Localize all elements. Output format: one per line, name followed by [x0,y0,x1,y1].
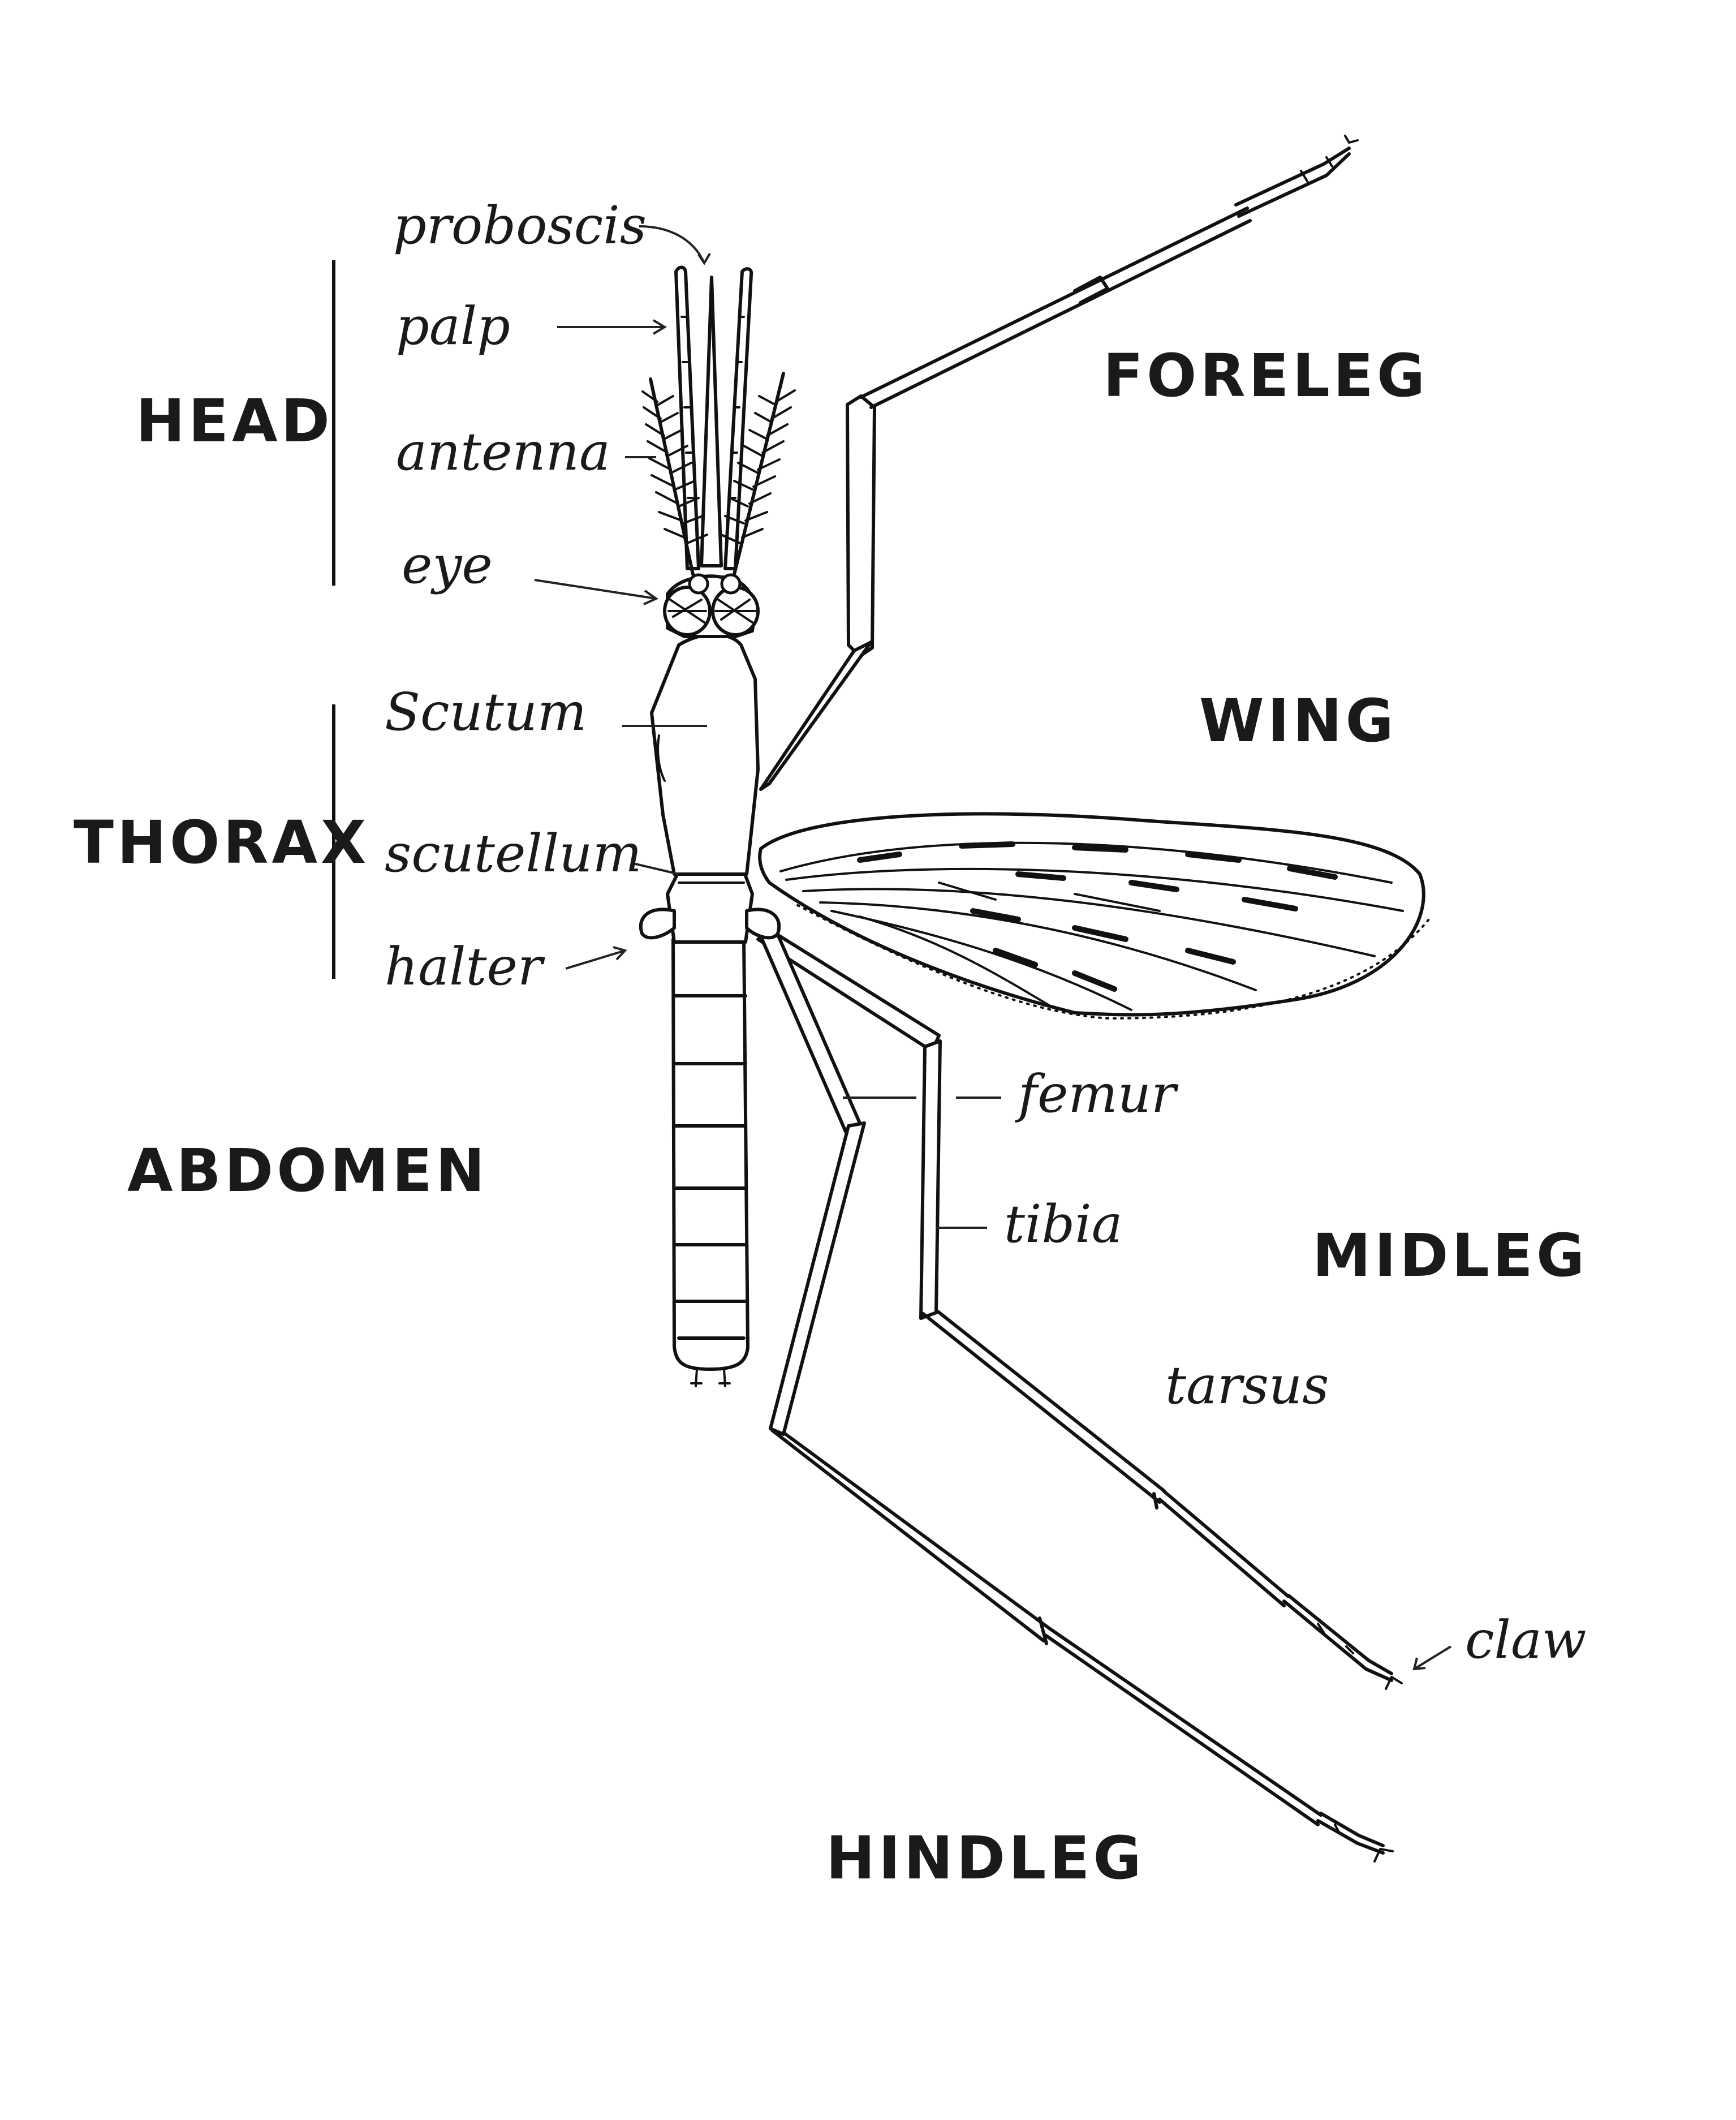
abdomen-region-label: ABDOMEN [127,1136,488,1205]
head-region-label: HEAD [136,386,333,455]
tibia-label: tibia [1004,1194,1123,1254]
halter-label: halter [385,936,545,997]
claw-leader [1413,1645,1452,1670]
right-palp-shape [723,267,753,570]
halter-shape [639,908,676,940]
proboscis-shape [700,276,723,567]
eye-leader [534,579,657,600]
scutum-label: Scutum [385,682,587,742]
hindleg-region-label: HINDLEG [826,1824,1145,1893]
midleg-region-label: MIDLEG [1312,1221,1588,1290]
wing [758,812,1432,1020]
left-palp-shape [674,265,700,570]
femur-label: femur [1015,1064,1179,1124]
eye-label: eye [402,535,493,595]
left-antenna [649,377,695,576]
proboscis-label: proboscis [393,195,647,256]
midleg [756,931,1403,1690]
halter-leader [565,949,626,970]
proboscis-leader [639,225,705,264]
mosquito-body [639,265,796,1387]
abdomen-segments [671,938,749,1371]
foreleg [759,135,1359,791]
wing-region-label: WING [1199,686,1397,755]
scutellum-label: scutellum [385,823,642,884]
palp-label: palp [396,296,510,356]
scutum-shape [650,633,760,876]
scutellum-leader [630,862,679,875]
foreleg-region-label: FORELEG [1103,341,1428,410]
antenna-label: antenna [396,422,610,482]
thorax-region-label: THORAX [74,808,369,877]
claw-label: claw [1465,1610,1587,1670]
right-antenna [733,372,785,576]
tarsus-label: tarsus [1165,1355,1329,1416]
